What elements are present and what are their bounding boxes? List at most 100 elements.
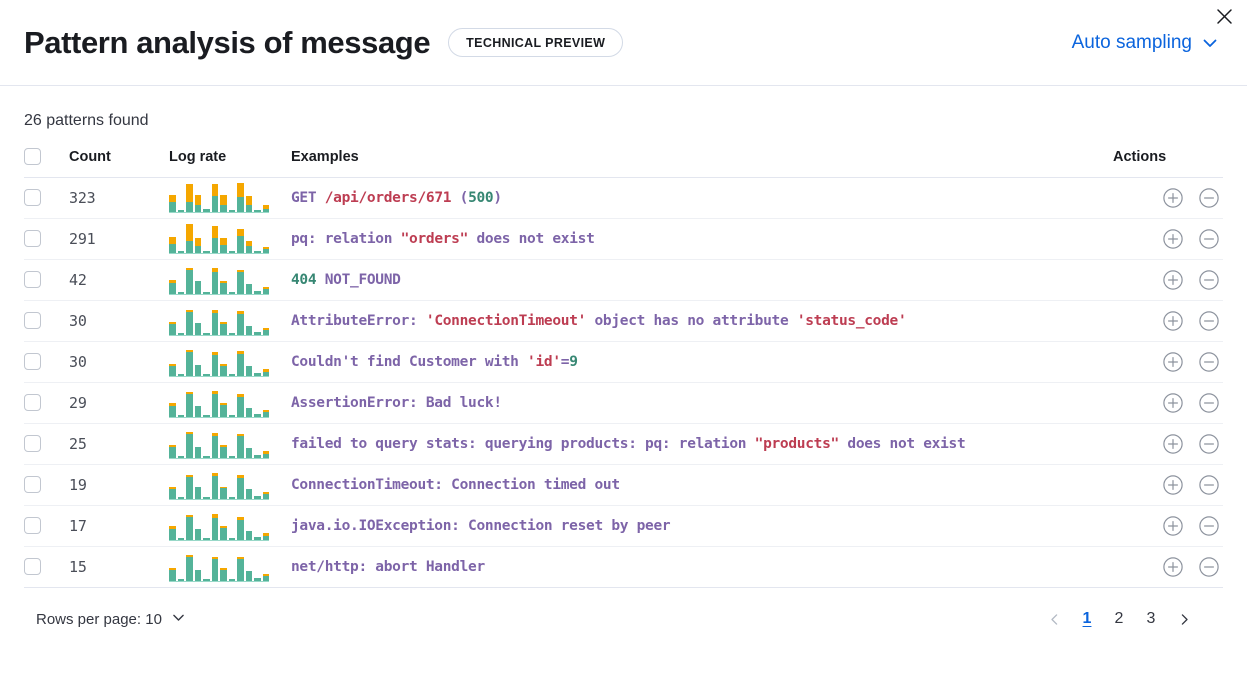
row-checkbox[interactable] (24, 230, 41, 248)
row-log-rate-cell (169, 423, 291, 465)
row-checkbox[interactable] (24, 558, 41, 576)
sparkline-bar (203, 347, 210, 376)
minus-in-circle-icon[interactable] (1195, 430, 1223, 458)
log-rate-sparkline (169, 388, 269, 418)
sparkline-bar-bottom (203, 332, 210, 335)
minus-in-circle-icon[interactable] (1195, 389, 1223, 417)
sparkline-bar-top (211, 225, 218, 238)
sparkline-bar-top (262, 574, 269, 577)
example-token-string: 'ConnectionTimeout' (425, 313, 587, 329)
minus-in-circle-icon[interactable] (1195, 512, 1223, 540)
log-rate-sparkline (169, 224, 269, 254)
row-select-cell (24, 423, 69, 465)
plus-in-circle-icon[interactable] (1159, 389, 1187, 417)
sparkline-bar-bottom (220, 204, 227, 212)
minus-in-circle-icon[interactable] (1195, 307, 1223, 335)
pagination-page-3[interactable]: 3 (1146, 610, 1156, 627)
sparkline-bar-top (237, 228, 244, 236)
sparkline-bar (177, 306, 184, 335)
example-token-default: does not exist (838, 436, 966, 452)
sparkline-bar-bottom (194, 529, 201, 540)
plus-in-circle-icon[interactable] (1159, 430, 1187, 458)
sparkline-bar-top (262, 492, 269, 495)
row-checkbox[interactable] (24, 517, 41, 535)
sparkline-bar-top (169, 236, 176, 244)
chevron-right-icon[interactable] (1169, 604, 1199, 634)
log-rate-sparkline (169, 470, 269, 500)
minus-in-circle-icon[interactable] (1195, 348, 1223, 376)
select-all-checkbox[interactable] (24, 148, 41, 165)
sparkline-bar-bottom (194, 246, 201, 253)
row-checkbox[interactable] (24, 353, 41, 371)
close-icon[interactable] (1211, 3, 1237, 29)
plus-in-circle-icon[interactable] (1159, 225, 1187, 253)
row-log-rate-cell (169, 177, 291, 219)
sparkline-bar-bottom (245, 205, 252, 212)
plus-in-circle-icon[interactable] (1159, 307, 1187, 335)
auto-sampling-dropdown[interactable]: Auto sampling (1072, 32, 1223, 54)
row-checkbox[interactable] (24, 189, 41, 207)
sparkline-bar-bottom (211, 393, 218, 417)
minus-in-circle-icon[interactable] (1195, 184, 1223, 212)
sparkline-bar (254, 306, 261, 335)
example-token-default: net/http: abort Handler (291, 559, 485, 575)
sparkline-bar (203, 306, 210, 335)
sparkline-bar-bottom (177, 292, 184, 294)
pagination-page-1[interactable]: 1 (1082, 610, 1092, 627)
row-checkbox[interactable] (24, 271, 41, 289)
log-rate-sparkline (169, 265, 269, 295)
column-header-count[interactable]: Count (69, 148, 169, 178)
column-header-log-rate[interactable]: Log rate (169, 148, 291, 178)
row-log-rate-cell (169, 546, 291, 588)
sparkline-bar-top (211, 432, 218, 437)
sparkline-bar-bottom (254, 414, 261, 417)
row-checkbox[interactable] (24, 394, 41, 412)
plus-in-circle-icon[interactable] (1159, 512, 1187, 540)
pagination-page-2[interactable]: 2 (1114, 610, 1124, 627)
minus-in-circle-icon[interactable] (1195, 553, 1223, 581)
sparkline-bar-bottom (186, 434, 193, 458)
select-all-header (24, 148, 69, 178)
row-checkbox[interactable] (24, 312, 41, 330)
sparkline-bar (220, 470, 227, 499)
sparkline-bar (228, 388, 235, 417)
plus-in-circle-icon[interactable] (1159, 266, 1187, 294)
sparkline-bar-top (220, 403, 227, 406)
patterns-found-count: 26 patterns found (24, 112, 149, 129)
column-header-examples[interactable]: Examples (291, 148, 1113, 178)
sparkline-bar-top (237, 183, 244, 198)
plus-in-circle-icon[interactable] (1159, 348, 1187, 376)
sparkline-bar (211, 388, 218, 417)
minus-in-circle-icon[interactable] (1195, 471, 1223, 499)
sparkline-bar (254, 511, 261, 540)
sparkline-bar-top (186, 268, 193, 271)
row-select-cell (24, 382, 69, 424)
row-checkbox[interactable] (24, 476, 41, 494)
minus-in-circle-icon[interactable] (1195, 266, 1223, 294)
chevron-left-icon[interactable] (1039, 604, 1069, 634)
sparkline-bar (254, 388, 261, 417)
rows-per-page-selector[interactable]: Rows per page: 10 (36, 610, 186, 629)
row-checkbox[interactable] (24, 435, 41, 453)
sparkline-bar (220, 429, 227, 458)
sparkline-bar (194, 470, 201, 499)
plus-in-circle-icon[interactable] (1159, 471, 1187, 499)
minus-in-circle-icon[interactable] (1195, 225, 1223, 253)
sparkline-bar-bottom (194, 406, 201, 417)
sparkline-bar-bottom (177, 579, 184, 581)
sparkline-bar-top (169, 194, 176, 203)
sparkline-bar-bottom (203, 537, 210, 540)
plus-in-circle-icon[interactable] (1159, 184, 1187, 212)
plus-in-circle-icon[interactable] (1159, 553, 1187, 581)
